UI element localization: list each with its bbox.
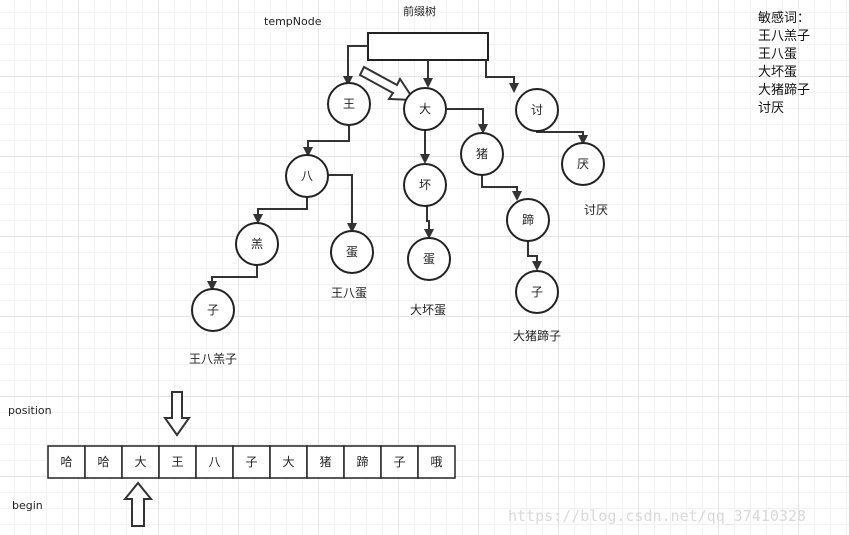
array-cell-char: 大 [134, 455, 146, 469]
sensitive-words-title: 敏感词： [758, 11, 811, 26]
sensitive-word-item: 大猪蹄子 [758, 83, 811, 98]
edge-zhu-ti [481, 175, 522, 201]
node-zhu-label: 猪 [476, 147, 488, 161]
word-caption-wangbadan: 王八蛋 [331, 286, 367, 300]
node-zi1-label: 子 [207, 303, 219, 317]
word-caption-taoyan: 讨厌 [584, 203, 608, 217]
position-pointer-arrow [163, 391, 191, 437]
edge-ba-dan [328, 174, 357, 233]
diagram-title: 前缀树 [403, 4, 436, 18]
node-zi2-label: 子 [531, 285, 543, 299]
edge-root-tao [485, 60, 519, 93]
node-dan2-label: 蛋 [423, 252, 435, 266]
sensitive-words-legend: 敏感词： 王八羔子 王八蛋 大坏蛋 大猪蹄子 讨厌 [758, 10, 848, 118]
begin-label: begin [12, 499, 43, 512]
node-gao [235, 222, 279, 266]
node-tao [515, 88, 559, 132]
position-label: position [8, 404, 52, 417]
tempnode-pointer-arrow [358, 65, 416, 102]
node-huai [403, 163, 447, 207]
node-ba-label: 八 [301, 169, 313, 183]
array-cell-char: 子 [245, 455, 257, 469]
node-gao-label: 羔 [251, 237, 263, 251]
array-cell-char: 子 [393, 455, 405, 469]
node-yan-label: 厌 [577, 157, 589, 171]
character-array: 哈哈大王八子大猪蹄子哦 [47, 445, 456, 479]
array-cell-char: 大 [282, 455, 294, 469]
edge-da-zhu [447, 108, 488, 134]
node-wang [327, 82, 371, 126]
node-zhu [460, 132, 504, 176]
node-tao-label: 讨 [531, 103, 543, 117]
node-ba [285, 154, 329, 198]
word-caption-dahuaidan: 大坏蛋 [410, 303, 446, 317]
node-zi2 [515, 270, 559, 314]
sensitive-word-item: 王八羔子 [758, 29, 811, 44]
node-wang-label: 王 [343, 97, 355, 111]
tempnode-label: tempNode [264, 15, 322, 28]
word-caption-wangbagaozi: 王八羔子 [189, 352, 237, 366]
array-cell [380, 445, 419, 479]
node-dan1-label: 蛋 [346, 245, 358, 259]
sensitive-word-item: 大坏蛋 [758, 65, 798, 80]
node-da-label: 大 [419, 102, 431, 116]
edge-huai-dan [424, 205, 434, 239]
array-cell-char: 猪 [319, 455, 331, 469]
edge-root-wang [343, 45, 368, 86]
edge-ti-zi [527, 241, 542, 271]
node-zi1 [191, 288, 235, 332]
node-huai-label: 坏 [419, 178, 431, 192]
edge-ba-gao [253, 196, 308, 224]
node-dan1 [330, 230, 374, 274]
array-cell [121, 445, 160, 479]
sensitive-word-item: 讨厌 [758, 101, 785, 116]
edge-gao-zi [207, 265, 258, 291]
node-ti [506, 198, 550, 242]
begin-pointer-arrow [122, 481, 154, 527]
array-cell [195, 445, 234, 479]
node-ti-label: 蹄 [522, 212, 534, 227]
node-yan [561, 142, 605, 186]
word-caption-dazhutizi: 大猪蹄子 [513, 328, 561, 343]
array-cell [84, 445, 123, 479]
array-cell-char: 蹄 [356, 454, 368, 469]
array-cell-char: 王 [171, 455, 183, 469]
node-da [403, 87, 447, 131]
array-cell-char: 八 [208, 455, 220, 469]
array-cell [306, 445, 345, 479]
edge-wang-ba [303, 124, 350, 157]
array-cell-char: 哈 [60, 455, 72, 469]
array-cell [417, 445, 456, 479]
root-node [367, 32, 489, 61]
array-cell [158, 445, 197, 479]
array-cell-char: 哈 [97, 455, 109, 469]
array-cell-char: 哦 [430, 455, 442, 469]
sensitive-word-item: 王八蛋 [758, 47, 798, 62]
node-dan2 [407, 237, 451, 281]
watermark: https://blog.csdn.net/qq_37410328 [508, 507, 806, 525]
